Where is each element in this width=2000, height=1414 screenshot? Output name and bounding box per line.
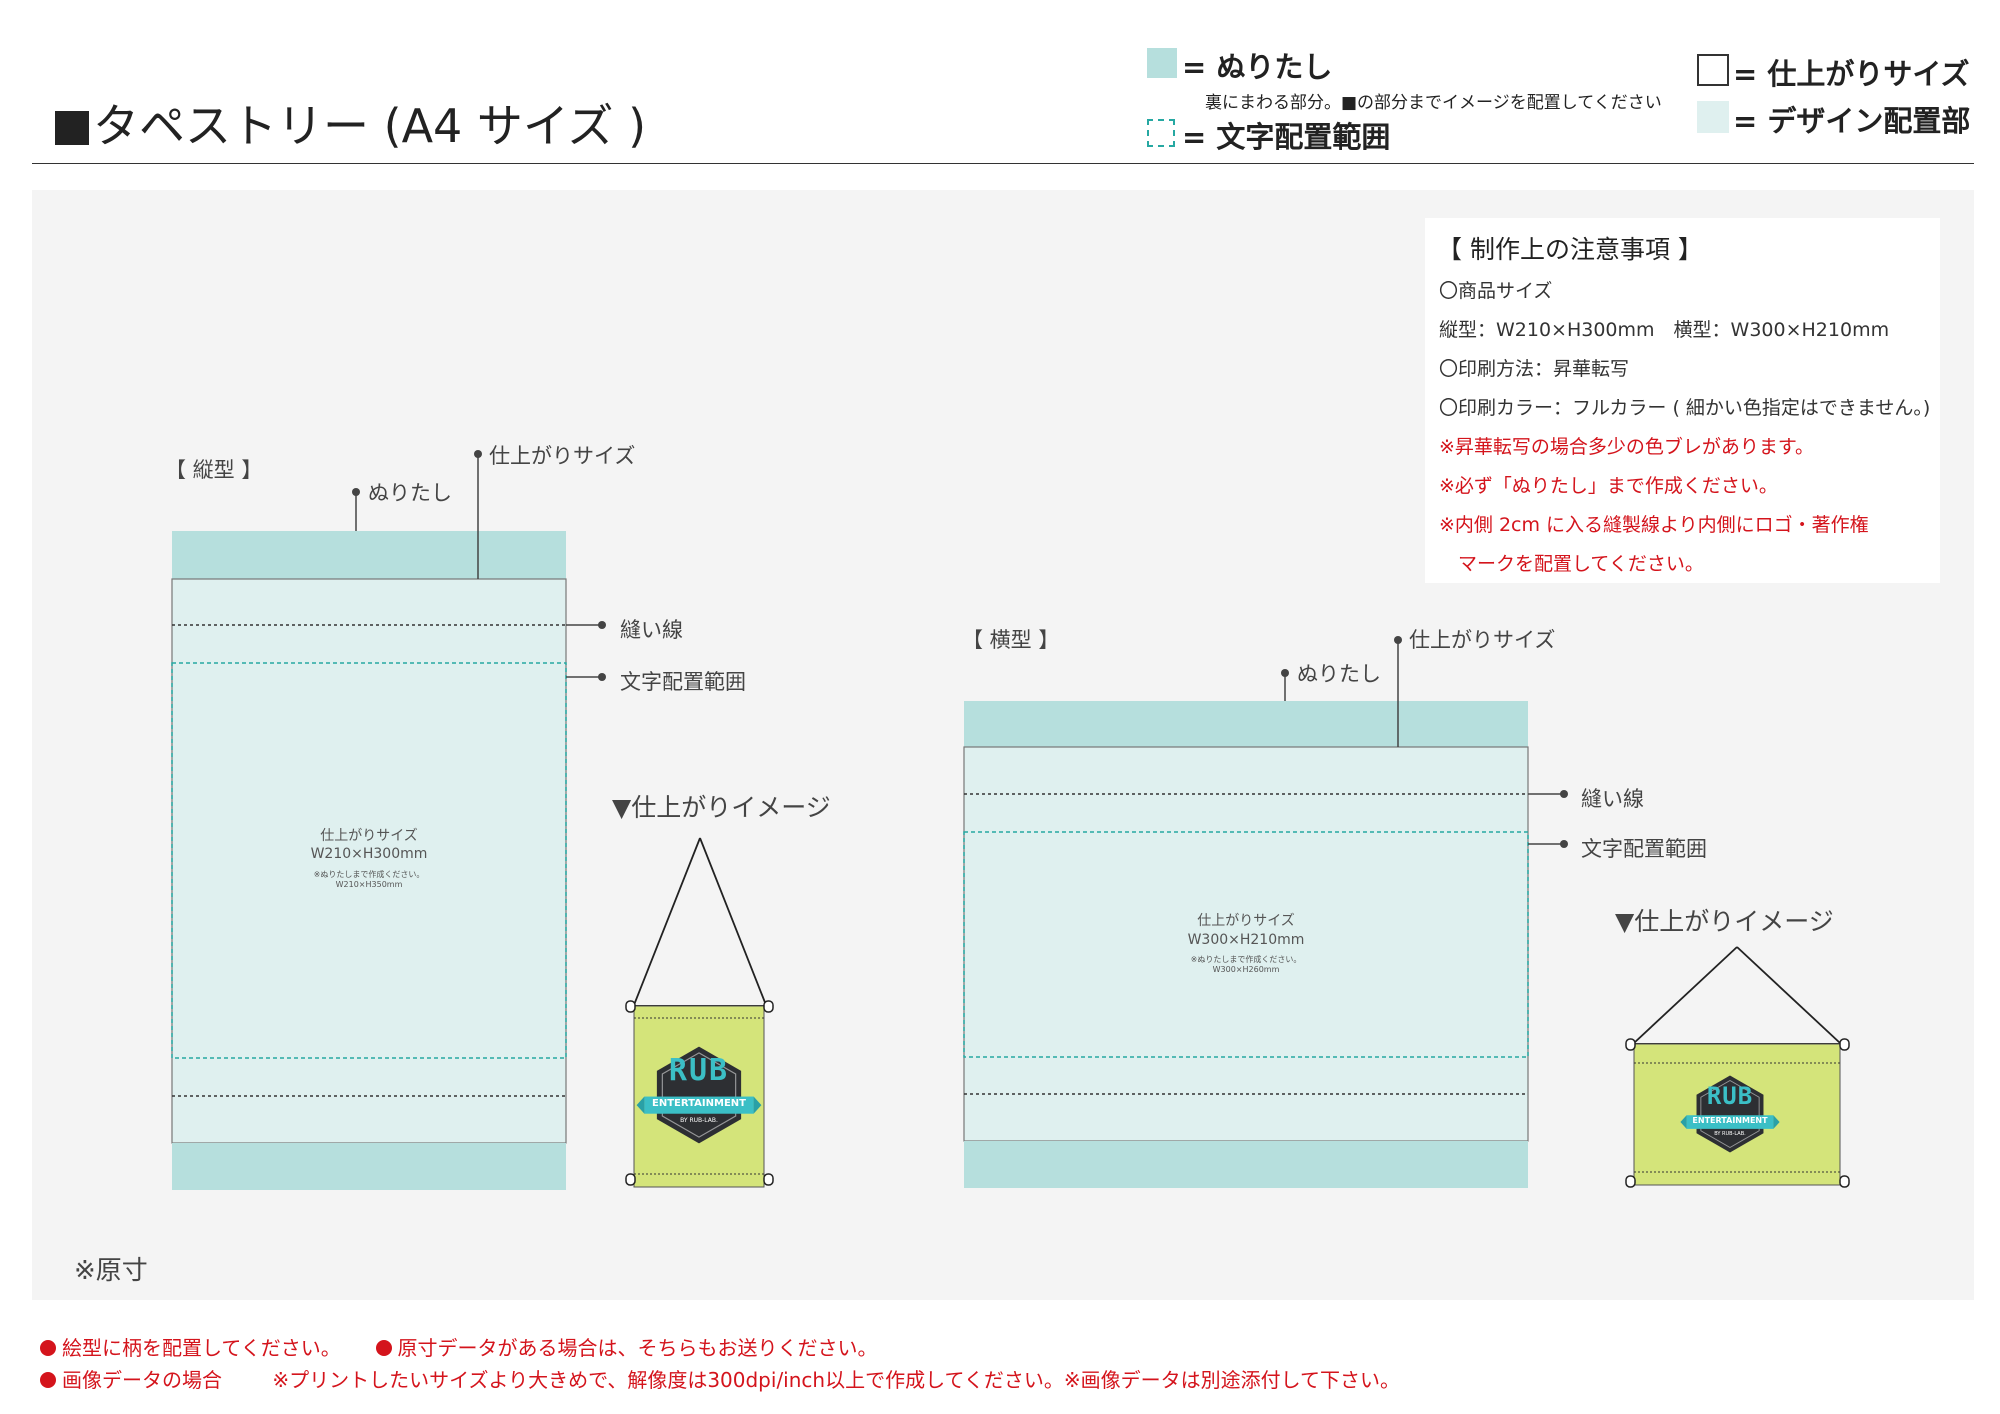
production-notes: 【 制作上の注意事項 】 〇商品サイズ 縦型：W210×H300mm 横型：W3… — [1425, 218, 1940, 583]
portrait-seam-label: 縫い線 — [620, 618, 683, 642]
page-title: タペストリー (A4 サイズ ) — [55, 90, 646, 156]
logo-name: RUB — [1706, 1082, 1754, 1110]
square-bullet-icon — [55, 111, 89, 145]
portrait-finish-area — [171, 578, 567, 1144]
landscape-center-title: 仕上がりサイズ — [1197, 913, 1295, 929]
logo-ribbon-text: ENTERTAINMENT — [652, 1098, 746, 1109]
portrait-heading: 【 縦型 】 — [165, 458, 263, 482]
note-warning: ※内側 2cm に入る縫製線より内側にロゴ・著作権 — [1439, 514, 1869, 536]
portrait-finish-label: 仕上がりサイズ — [489, 444, 636, 468]
note-line: 〇商品サイズ — [1439, 280, 1553, 302]
note-warning: ※必ず「ぬりたし」まで作成ください。 — [1439, 475, 1778, 497]
footer-line-2: 画像データの場合 ※プリントしたいサイズより大きめで、解像度は300dpi/in… — [40, 1364, 1400, 1393]
portrait-center-size: W210×H300mm — [310, 846, 428, 862]
bullet-icon — [375, 1340, 392, 1356]
portrait-center-note-size: W210×H350mm — [335, 880, 403, 889]
landscape-template — [963, 636, 1568, 1188]
note-line: 〇印刷方法：昇華転写 — [1439, 358, 1630, 380]
portrait-preview-title: ▼仕上がりイメージ — [612, 793, 831, 822]
notes-title: 【 制作上の注意事項 】 — [1437, 235, 1703, 264]
bullet-icon — [40, 1372, 56, 1388]
text-area-swatch — [1147, 119, 1175, 147]
landscape-bleed-label: ぬりたし — [1297, 662, 1381, 686]
legend-bleed-note: 裏にまわる部分。■の部分までイメージを配置してください — [1205, 93, 1662, 113]
landscape-center-size: W300×H210mm — [1187, 932, 1305, 948]
note-warning: マークを配置してください。 — [1439, 553, 1704, 575]
logo-ribbon-text: ENTERTAINMENT — [1692, 1116, 1768, 1125]
portrait-template — [171, 450, 606, 1190]
note-line: 縦型：W210×H300mm 横型：W300×H210mm — [1439, 319, 1890, 341]
portrait-bleed-label: ぬりたし — [368, 481, 452, 505]
legend-finish-size-label: = 仕上がりサイズ — [1733, 57, 1970, 91]
landscape-preview-title: ▼仕上がりイメージ — [1615, 907, 1834, 936]
portrait-text-area — [171, 662, 567, 1059]
finish-size-swatch — [1697, 54, 1729, 86]
landscape-text-area — [963, 831, 1529, 1058]
landscape-bleed-top — [964, 701, 1528, 747]
logo-sub-text: BY RUB-LAB. — [1714, 1131, 1746, 1137]
logo-name: RUB — [668, 1053, 730, 1088]
bleed-swatch — [1147, 48, 1177, 78]
legend-bleed-label: = ぬりたし — [1182, 50, 1333, 84]
header-divider — [32, 163, 1974, 164]
design-area-swatch — [1697, 101, 1729, 133]
note-warning: ※昇華転写の場合多少の色ブレがあります。 — [1439, 436, 1815, 458]
footer-line-1: 絵型に柄を配置してください。 原寸データがある場合は、そちらもお送りください。 — [40, 1332, 878, 1361]
portrait-bleed-bottom — [172, 1143, 566, 1190]
note-line: 〇印刷カラー：フルカラー ( 細かい色指定はできません。) — [1439, 397, 1931, 419]
landscape-heading: 【 横型 】 — [962, 628, 1060, 652]
scale-note: ※原寸 — [74, 1256, 148, 1286]
legend-text-area-label: = 文字配置範囲 — [1182, 120, 1391, 154]
legend-design-area-label: = デザイン配置部 — [1733, 104, 1971, 138]
landscape-preview — [1625, 946, 1850, 1188]
bullet-icon — [40, 1340, 56, 1356]
landscape-center-note: ※ぬりたしまで作成ください。 — [1190, 955, 1302, 964]
landscape-center-note-size: W300×H260mm — [1212, 965, 1280, 974]
portrait-preview — [625, 837, 774, 1188]
logo-sub-text: BY RUB-LAB. — [680, 1117, 718, 1124]
landscape-finish-area — [963, 746, 1529, 1142]
portrait-bleed-top — [172, 531, 566, 579]
portrait-center-note: ※ぬりたしまで作成ください。 — [313, 870, 425, 879]
landscape-finish-label: 仕上がりサイズ — [1409, 628, 1556, 652]
landscape-seam-label: 縫い線 — [1581, 787, 1644, 811]
portrait-center-title: 仕上がりサイズ — [320, 828, 418, 844]
landscape-bleed-bottom — [964, 1141, 1528, 1188]
landscape-text-area-label: 文字配置範囲 — [1581, 837, 1707, 861]
portrait-text-area-label: 文字配置範囲 — [620, 670, 746, 694]
